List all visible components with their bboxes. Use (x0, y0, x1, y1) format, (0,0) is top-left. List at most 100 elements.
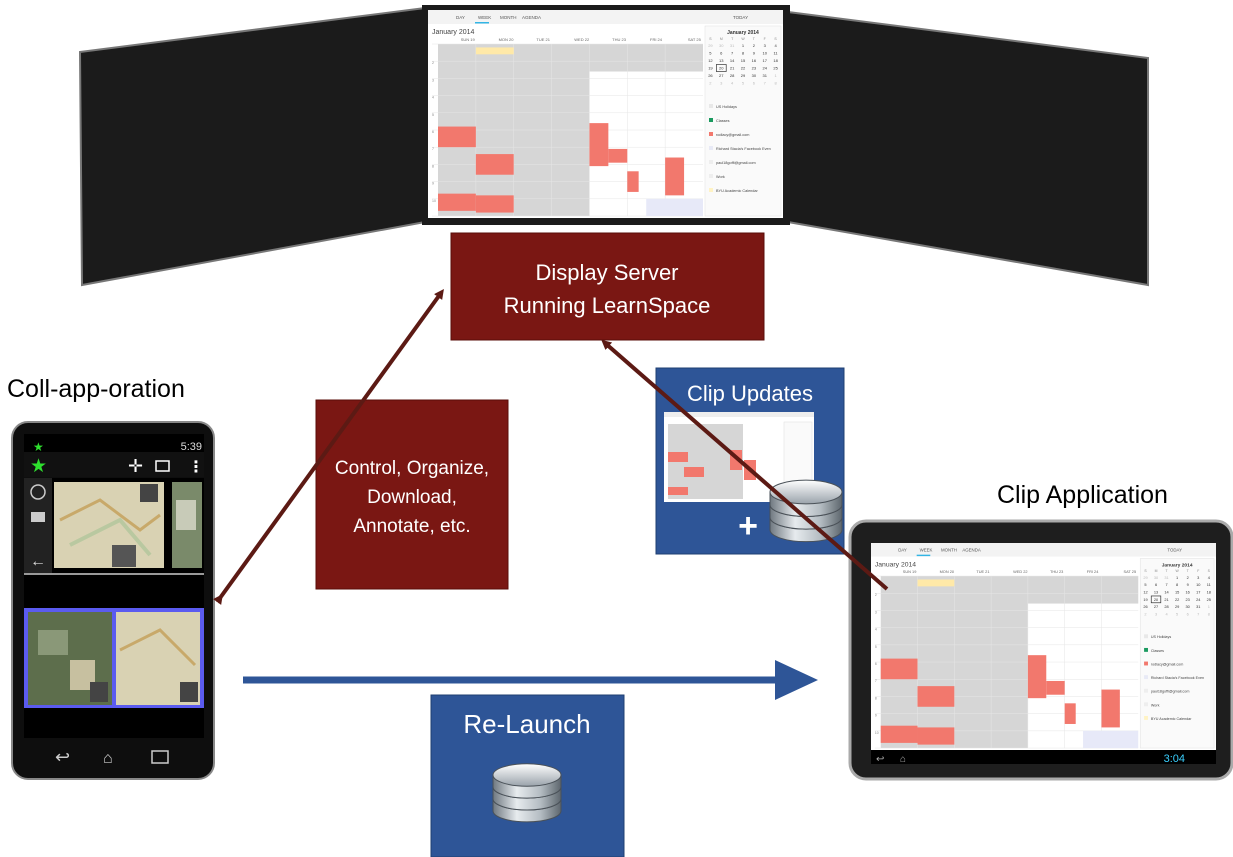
calendar-today-button[interactable]: TODAY (1167, 548, 1182, 553)
mini-calendar-day[interactable]: 7 (1197, 611, 1199, 616)
mini-calendar-day[interactable]: 18 (1207, 590, 1211, 595)
calendar-tab[interactable]: WEEK (920, 548, 933, 553)
calendar-legend-item[interactable]: Classes (1151, 649, 1164, 653)
calendar-legend-item[interactable]: Work (716, 175, 725, 179)
mini-calendar-day[interactable]: 5 (1144, 582, 1146, 587)
mini-calendar-day[interactable]: 30 (1186, 604, 1190, 609)
mini-calendar-day[interactable]: 13 (719, 58, 724, 63)
phone-nav-back-icon[interactable]: ↩ (55, 747, 70, 767)
mini-calendar-day[interactable]: 29 (1143, 575, 1147, 580)
calendar-tab[interactable]: DAY (898, 548, 907, 553)
mini-calendar-day[interactable]: 5 (709, 51, 712, 56)
calendar-event[interactable] (627, 171, 639, 192)
mini-calendar-day[interactable]: 13 (1154, 590, 1158, 595)
mini-calendar-day[interactable]: 16 (752, 58, 757, 63)
calendar-event[interactable] (1046, 680, 1065, 695)
mini-calendar-day[interactable]: 23 (1186, 597, 1190, 602)
calendar-today-button[interactable]: TODAY (733, 15, 748, 20)
mini-calendar-day[interactable]: 8 (1208, 611, 1210, 616)
calendar-tab[interactable]: MONTH (500, 15, 517, 20)
mini-calendar-day[interactable]: 6 (1155, 582, 1157, 587)
mini-calendar-day[interactable]: 11 (1207, 582, 1211, 587)
mini-calendar-day[interactable]: 20 (1154, 597, 1158, 602)
calendar-legend-item[interactable]: BYU Academic Calendar (716, 189, 759, 193)
mini-calendar-day[interactable]: 14 (730, 58, 735, 63)
calendar-legend-item[interactable]: BYU Academic Calendar (1151, 717, 1192, 721)
mini-calendar-day[interactable]: 29 (708, 43, 713, 48)
phone-menu-icon[interactable]: ⋮ (188, 459, 204, 476)
mini-calendar-day[interactable]: 26 (1143, 604, 1147, 609)
mini-calendar-day[interactable]: 10 (1196, 582, 1200, 587)
calendar-event[interactable] (608, 148, 628, 163)
mini-calendar-day[interactable]: 27 (719, 73, 724, 78)
calendar-event[interactable] (475, 154, 514, 175)
mini-calendar-day[interactable]: 18 (773, 58, 778, 63)
phone-move-icon[interactable]: ✛ (128, 456, 143, 476)
mini-calendar-day[interactable]: 28 (1164, 604, 1168, 609)
phone-display-icon[interactable] (155, 460, 170, 472)
mini-calendar-day[interactable]: 5 (1176, 611, 1178, 616)
mini-calendar-day[interactable]: 31 (1196, 604, 1200, 609)
mini-calendar-day[interactable]: 10 (762, 51, 767, 56)
phone-nav-home-icon[interactable]: ⌂ (103, 750, 113, 767)
mini-calendar-day[interactable]: 5 (742, 81, 745, 86)
mini-calendar-day[interactable]: 21 (730, 66, 735, 71)
mini-calendar-day[interactable]: 6 (753, 81, 756, 86)
mini-calendar-day[interactable]: 6 (720, 51, 723, 56)
mini-calendar-day[interactable]: 31 (762, 73, 767, 78)
calendar-event[interactable] (880, 658, 918, 680)
mini-calendar-day[interactable]: 26 (708, 73, 713, 78)
mini-calendar-day[interactable]: 27 (1154, 604, 1158, 609)
calendar-event[interactable] (438, 193, 476, 211)
mini-calendar-day[interactable]: 1 (774, 73, 777, 78)
mini-calendar-day[interactable]: 2 (753, 43, 756, 48)
mini-calendar-day[interactable]: 2 (1144, 611, 1146, 616)
mini-calendar-day[interactable]: 12 (1143, 590, 1147, 595)
mini-calendar-day[interactable]: 6 (1187, 611, 1189, 616)
mini-calendar-day[interactable]: 17 (762, 58, 767, 63)
calendar-tab[interactable]: WEEK (478, 15, 491, 20)
mini-calendar-day[interactable]: 30 (1154, 575, 1158, 580)
mini-calendar-day[interactable]: 21 (1164, 597, 1168, 602)
calendar-legend-item[interactable]: rodlacy@gmail.com (716, 133, 749, 137)
mini-calendar-day[interactable]: 31 (730, 43, 735, 48)
calendar-event[interactable] (589, 123, 609, 167)
mini-calendar-day[interactable]: 9 (1187, 582, 1189, 587)
calendar-event[interactable] (475, 195, 514, 213)
calendar-tab[interactable]: MONTH (941, 548, 957, 553)
calendar-event[interactable] (1027, 655, 1047, 699)
mini-calendar-day[interactable]: 4 (1208, 575, 1211, 580)
mini-calendar-day[interactable]: 3 (1155, 611, 1157, 616)
mini-calendar-day[interactable]: 9 (753, 51, 756, 56)
mini-calendar-day[interactable]: 3 (1197, 575, 1199, 580)
calendar-legend-item[interactable]: rodlacy@gmail.com (1151, 662, 1183, 666)
mini-calendar-day[interactable]: 20 (719, 66, 724, 71)
calendar-tab[interactable]: AGENDA (962, 548, 981, 553)
mini-calendar-day[interactable]: 24 (762, 66, 767, 71)
mini-calendar-day[interactable]: 7 (731, 51, 734, 56)
mini-calendar-day[interactable]: 4 (731, 81, 734, 86)
mini-calendar-day[interactable]: 4 (1165, 611, 1168, 616)
mini-calendar-day[interactable]: 30 (752, 73, 757, 78)
tablet-nav-home-icon[interactable]: ⌂ (900, 754, 906, 765)
calendar-event[interactable] (438, 126, 476, 148)
mini-calendar-day[interactable]: 24 (1196, 597, 1201, 602)
mini-calendar-day[interactable]: 22 (1175, 597, 1179, 602)
mini-calendar-day[interactable]: 22 (741, 66, 746, 71)
calendar-legend-item[interactable]: Richard Stacia's Facebook Even (716, 147, 771, 151)
mini-calendar-day[interactable]: 31 (1164, 575, 1168, 580)
calendar-legend-item[interactable]: paul18goffi@gmail.com (716, 161, 756, 165)
calendar-legend-item[interactable]: US Holidays (716, 105, 737, 109)
mini-calendar-day[interactable]: 15 (741, 58, 746, 63)
calendar-legend-item[interactable]: US Holidays (1151, 635, 1171, 639)
calendar-event[interactable] (880, 725, 918, 743)
calendar-legend-item[interactable]: Work (1151, 703, 1160, 707)
mini-calendar-day[interactable]: 1 (742, 43, 745, 48)
mini-calendar-day[interactable]: 8 (774, 81, 777, 86)
mini-calendar-day[interactable]: 8 (1176, 582, 1178, 587)
mini-calendar-day[interactable]: 7 (764, 81, 767, 86)
calendar-event[interactable] (917, 727, 955, 745)
mini-calendar-day[interactable]: 19 (708, 66, 713, 71)
tablet-nav-back-icon[interactable]: ↩ (876, 754, 884, 765)
mini-calendar-day[interactable]: 3 (764, 43, 767, 48)
